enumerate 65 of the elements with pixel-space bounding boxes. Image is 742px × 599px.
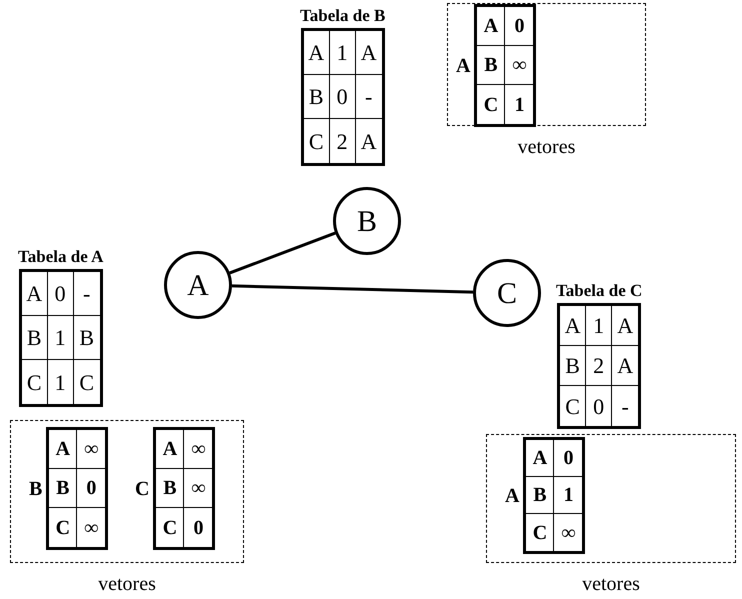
table-cell-text: -	[620, 392, 630, 420]
table-cell: C	[22, 360, 48, 404]
table-cell: 1	[48, 316, 74, 360]
vector-label: A	[456, 54, 470, 78]
table-cell: A	[49, 430, 78, 469]
table-cell: 2	[586, 346, 612, 386]
table-cell: 0	[330, 75, 356, 119]
table-cell: 0	[505, 7, 534, 46]
table-cell: B	[526, 477, 554, 514]
table-cell: A	[526, 440, 554, 477]
table-heading: Tabela de A	[18, 247, 104, 267]
table-cell: 0	[586, 386, 612, 426]
table-cell-text: 1	[513, 92, 526, 118]
table-cell: B	[477, 46, 506, 85]
table-cell: 1	[586, 306, 612, 346]
table-cell: B	[74, 316, 100, 360]
table-cell-text: 0	[192, 516, 204, 540]
table-cell: -	[74, 272, 100, 316]
table-cell: ∞	[505, 46, 534, 85]
table-cell: C	[526, 514, 554, 551]
table-heading: Tabela de B	[300, 6, 386, 26]
dashed-box	[486, 434, 736, 563]
table-cell: 1	[330, 31, 356, 75]
vector-label: B	[29, 476, 42, 502]
table-cell: C	[560, 386, 586, 426]
box-label: vetores	[97, 572, 157, 597]
box-label: vetores	[581, 572, 641, 597]
table-cell: A	[612, 306, 638, 346]
table-cell-text: C	[78, 368, 96, 396]
table-cell: 1	[48, 360, 74, 404]
table-cell: B	[22, 316, 48, 360]
table-cell-text: ∞	[560, 520, 577, 546]
box-label: vetores	[516, 135, 576, 160]
table-heading: Tabela de C	[556, 281, 642, 301]
table-cell: A	[156, 430, 184, 469]
table-cell: B	[49, 469, 78, 508]
table-cell: A	[304, 31, 330, 75]
dashed-box	[10, 420, 244, 563]
table-cell-text: ∞	[83, 516, 100, 540]
table-cell: 1	[554, 477, 582, 514]
table-cell: 2	[330, 119, 356, 163]
table-cell: B	[156, 469, 184, 508]
vector-label: C	[135, 476, 150, 502]
table-cell: C	[156, 508, 184, 547]
table-cell-text: A	[360, 128, 378, 156]
table-cell: A	[612, 346, 638, 386]
table-cell: A	[560, 306, 586, 346]
table-cell: 0	[48, 272, 74, 316]
table-cell: B	[304, 75, 330, 119]
table-cell: C	[49, 508, 78, 547]
table-cell: A	[477, 7, 506, 46]
table-cell: 0	[77, 469, 106, 508]
table-cell: C	[304, 119, 330, 163]
table-cell: ∞	[184, 430, 212, 469]
table-cell: A	[356, 31, 382, 75]
link-line	[232, 284, 474, 294]
table-cell: B	[560, 346, 586, 386]
table-cell: -	[356, 75, 382, 119]
table-cell: A	[22, 272, 48, 316]
table-cell: ∞	[184, 469, 212, 508]
dashed-box	[447, 3, 646, 126]
vector-label: A	[505, 484, 520, 508]
table-cell: 0	[554, 440, 582, 477]
table-cell: ∞	[77, 430, 106, 469]
table-cell: C	[477, 85, 506, 124]
